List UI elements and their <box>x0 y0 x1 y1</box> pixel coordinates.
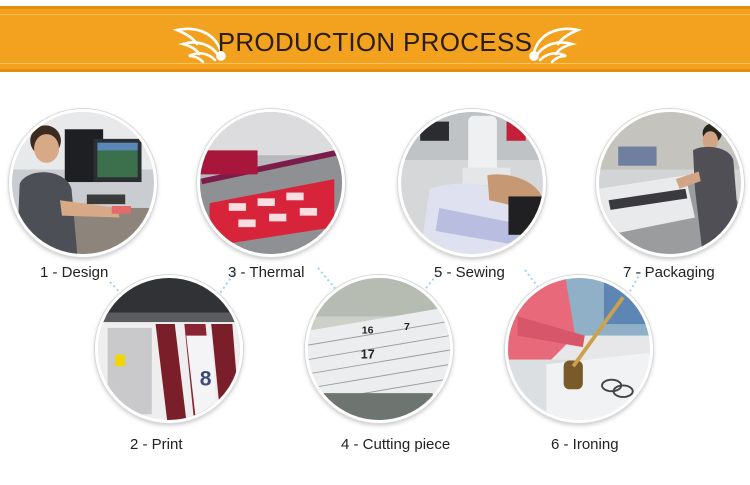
svg-text:16: 16 <box>362 325 374 337</box>
page-title: PRODUCTION PROCESS <box>217 27 533 57</box>
cutting-photo: 16 7 17 <box>305 275 453 423</box>
svg-text:8: 8 <box>200 367 212 390</box>
ironing-photo <box>505 275 653 423</box>
step-label: 3 - Thermal <box>228 264 305 281</box>
step-label: 4 - Cutting piece <box>341 436 451 453</box>
sewing-photo <box>398 109 546 257</box>
header-banner: PRODUCTION PROCESS <box>0 6 750 72</box>
wing-icon <box>529 27 583 64</box>
step-label: 5 - Sewing <box>434 264 505 281</box>
step-label: 1 - Design <box>40 264 109 281</box>
step-label: 7 - Packaging <box>623 264 715 281</box>
wing-icon <box>172 27 226 64</box>
header-banner-inner-line <box>0 14 750 64</box>
svg-text:17: 17 <box>361 348 375 362</box>
svg-text:7: 7 <box>404 321 410 333</box>
step-label: 2 - Print <box>130 436 183 453</box>
design-photo <box>9 109 157 257</box>
packaging-photo <box>596 109 744 257</box>
step-label: 6 - Ironing <box>551 436 619 453</box>
thermal-photo <box>197 109 345 257</box>
print-photo: 8 <box>95 275 243 423</box>
